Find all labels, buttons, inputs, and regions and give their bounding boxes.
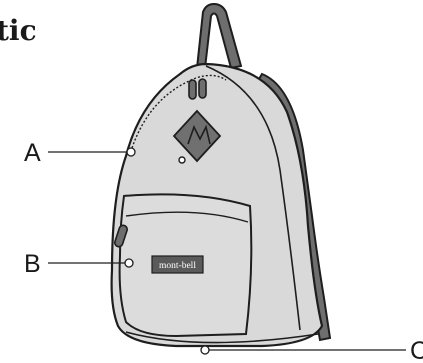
- grab-loop: [197, 4, 241, 68]
- callout-label-c: C: [410, 337, 423, 363]
- title-fragment: tic: [0, 14, 37, 47]
- logo-text: mont-bell: [159, 261, 196, 271]
- backpack-illustration: mont-bell: [112, 4, 330, 346]
- zipper-pull-top-2: [199, 79, 206, 98]
- callout-label-b: B: [24, 250, 41, 278]
- zipper-pull-top-1: [189, 80, 196, 99]
- callout-label-a: A: [24, 139, 41, 167]
- callout-a: A: [24, 139, 135, 167]
